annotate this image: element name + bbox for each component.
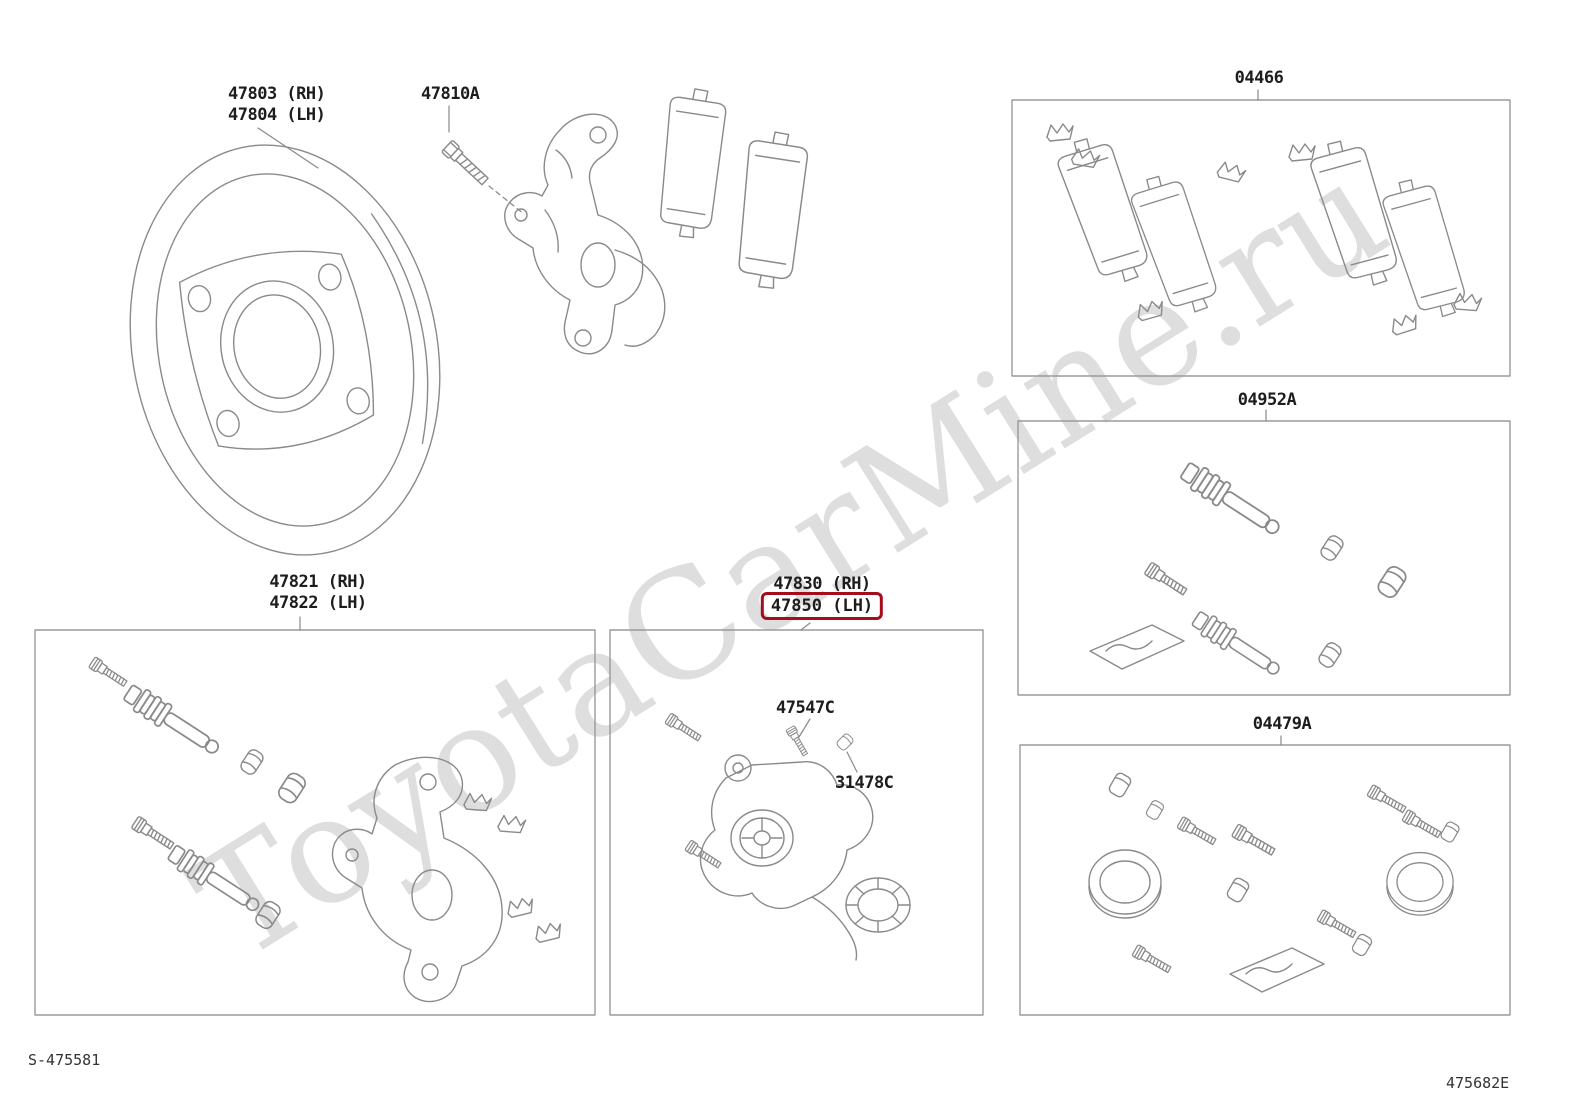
seal-kit-drawing xyxy=(1088,770,1462,993)
bracket-kit-drawing xyxy=(87,656,564,1003)
part-number-04952a: 04952A xyxy=(1237,390,1297,410)
part-number-47547c: 47547C xyxy=(776,698,835,718)
bleeder-cap-drawing xyxy=(835,732,855,752)
part-number-04466: 04466 xyxy=(1234,68,1284,88)
callout-caliper-bracket: 47821 (RH) 47822 (LH) xyxy=(269,572,367,614)
pad-kit-box xyxy=(1011,99,1511,377)
part-number-47830: 47830 (RH) xyxy=(773,574,871,594)
callout-backing-plate: 47803 (RH) 47804 (LH) xyxy=(228,84,326,126)
pin-kit-box xyxy=(1017,420,1511,696)
part-number-47804: 47804 (LH) xyxy=(228,105,326,125)
pin-kit-drawing xyxy=(1089,458,1410,682)
part-number-47850-highlighted[interactable]: 47850 (LH) xyxy=(760,592,884,620)
backing-plate-drawing xyxy=(129,144,441,556)
caliper-bracket-top-drawing xyxy=(504,113,666,355)
part-number-47822: 47822 (LH) xyxy=(269,593,367,613)
part-number-47821: 47821 (RH) xyxy=(269,572,367,592)
part-number-04479a: 04479A xyxy=(1252,714,1312,734)
bleeder-plug-drawing xyxy=(785,725,811,758)
sheet-code: 475682E xyxy=(1446,1074,1510,1092)
leader-lines xyxy=(257,89,1282,773)
seal-kit-box xyxy=(1019,744,1511,1016)
drawing-code: S-475581 xyxy=(28,1051,101,1069)
caliper-assembly-drawing xyxy=(664,712,911,961)
bracket-box xyxy=(34,629,596,1016)
part-number-47803: 47803 (RH) xyxy=(228,84,326,104)
mount-bolt-drawing xyxy=(441,140,489,186)
part-number-31478c: 31478C xyxy=(835,773,894,793)
brake-pads-top-drawing xyxy=(655,85,811,291)
pad-kit-drawing xyxy=(1046,123,1483,337)
caliper-box xyxy=(609,629,984,1016)
part-number-47810a: 47810A xyxy=(421,84,480,104)
